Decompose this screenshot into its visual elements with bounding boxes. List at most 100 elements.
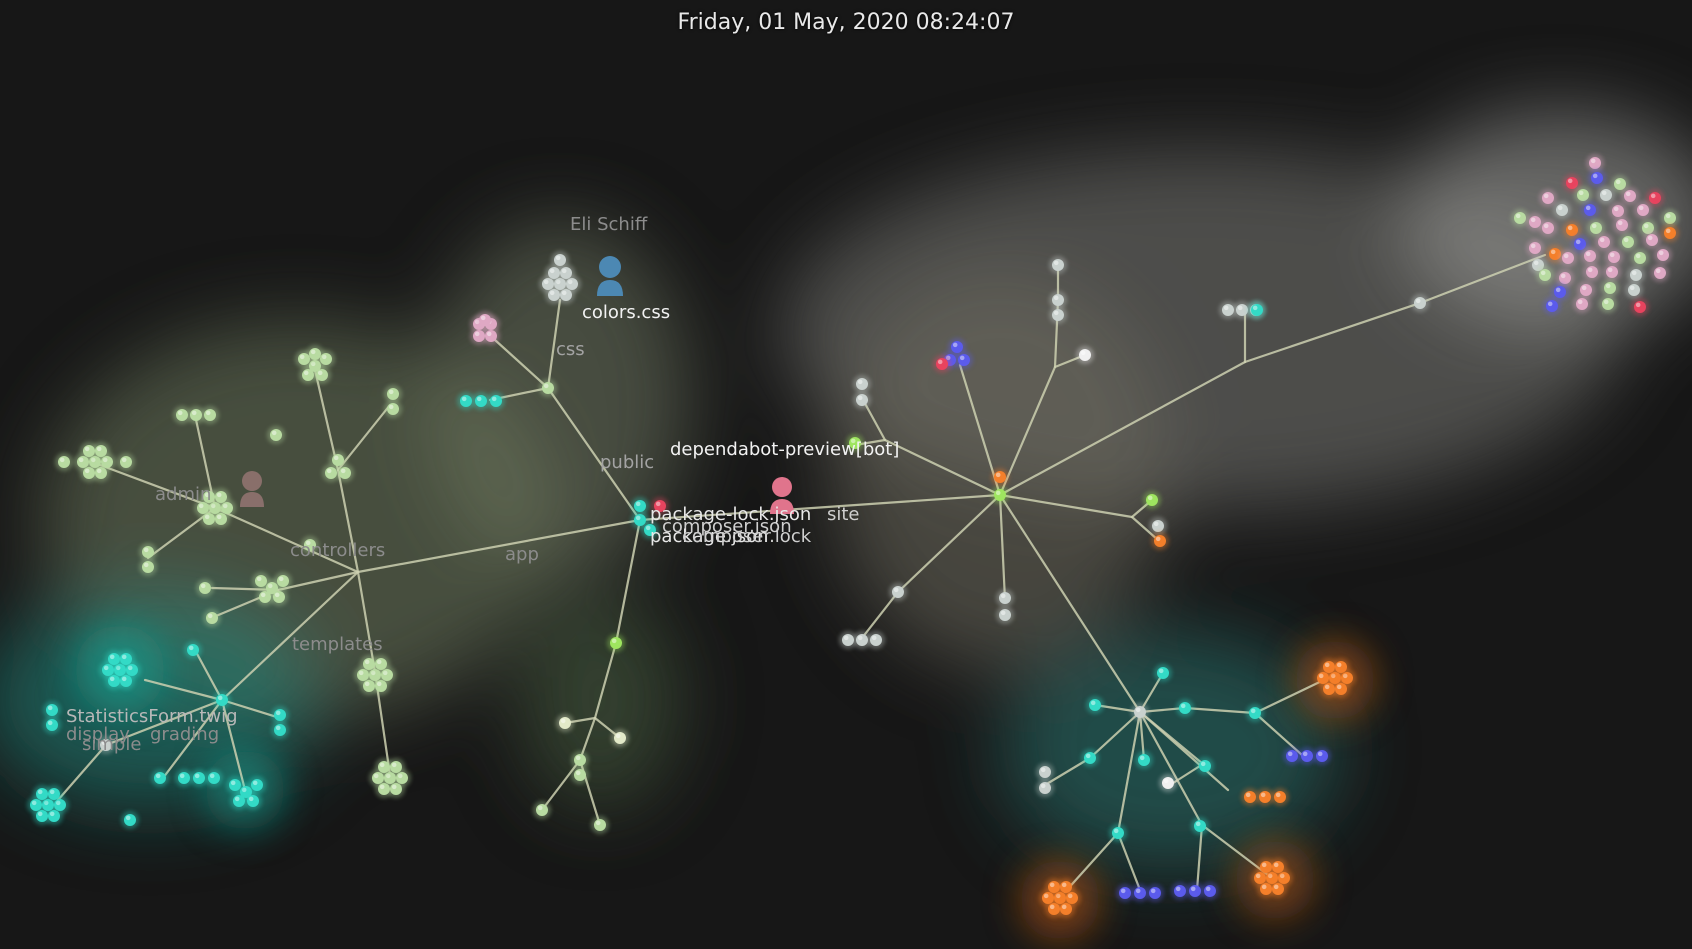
file-node [213,691,231,709]
tree-edge [540,758,582,812]
file-node [1563,221,1581,239]
file-node [955,351,973,369]
file-node [274,572,292,590]
file-node [853,375,871,393]
file-node [322,464,340,482]
file-node [533,801,551,819]
file-node-layer [27,154,1679,918]
file-node [1036,763,1054,781]
file-node [1241,788,1259,806]
file-node [1661,209,1679,227]
file-node [372,677,390,695]
tree-edge [1138,710,1204,827]
file-node [97,736,115,754]
file-node [996,606,1014,624]
file-node [1605,248,1623,266]
file-node [1313,747,1331,765]
file-node [1539,219,1557,237]
file-node [1581,247,1599,265]
tree-edge [220,698,247,792]
tree-edge [998,360,1247,497]
file-node [556,714,574,732]
file-node [1219,301,1237,319]
file-node [139,558,157,576]
file-node [1076,346,1094,364]
file-node [1581,201,1599,219]
file-node [1057,878,1075,896]
tree-edge [593,641,618,720]
file-node [151,769,169,787]
file-node [846,434,864,452]
file-node [1574,186,1592,204]
file-node [1049,306,1067,324]
file-node [1595,233,1613,251]
tree-edge [1088,710,1142,760]
tree-edge [896,493,1002,594]
file-node [1543,297,1561,315]
file-node [457,392,475,410]
file-node [1511,209,1529,227]
tree-edge [220,570,360,702]
file-node [372,655,390,673]
file-node [1151,532,1169,550]
file-node [201,406,219,424]
file-node [212,488,230,506]
file-node [1131,884,1149,902]
dir-label-admin: admin [155,484,211,505]
file-node [1571,235,1589,253]
file-node [1539,189,1557,207]
tree-edge [1063,831,1120,894]
file-node [1049,291,1067,309]
tree-edge [998,365,1057,497]
file-node [1143,491,1161,509]
file-node [1563,174,1581,192]
file-node [1233,301,1251,319]
file-node [571,751,589,769]
tree-edge [98,463,217,510]
file-node [1176,699,1194,717]
file-node [1586,154,1604,172]
file-node [1256,788,1274,806]
file-node [1551,283,1569,301]
file-node [173,406,191,424]
tree-edge [546,386,642,522]
file-node [205,769,223,787]
file-node [591,816,609,834]
file-node [1646,189,1664,207]
file-node [1186,882,1204,900]
tree-edge [193,648,224,702]
file-node [1269,880,1287,898]
file-node [306,345,324,363]
file-node [1613,216,1631,234]
tree-edge [1243,301,1422,364]
file-node [256,588,274,606]
file-node [299,366,317,384]
file-node [1049,256,1067,274]
file-node [270,588,288,606]
file-node [557,286,575,304]
file-node [607,634,625,652]
edge-layer [56,253,1547,894]
file-node [1553,201,1571,219]
tree-edge [158,698,224,784]
tree-edge [883,438,1002,497]
file-node [1269,858,1287,876]
file-node [933,355,951,373]
file-node [472,392,490,410]
file-node [387,780,405,798]
file-node [187,406,205,424]
file-node [1556,269,1574,287]
file-node [1171,882,1189,900]
file-node [482,327,500,345]
file-node [1559,249,1577,267]
file-node [384,400,402,418]
file-node [853,631,871,649]
tree-edge [276,570,360,592]
file-node [1149,517,1167,535]
file-node [1577,281,1595,299]
file-node [1634,201,1652,219]
file-node [1588,169,1606,187]
file-node [1248,301,1266,319]
tree-edge [356,518,642,574]
